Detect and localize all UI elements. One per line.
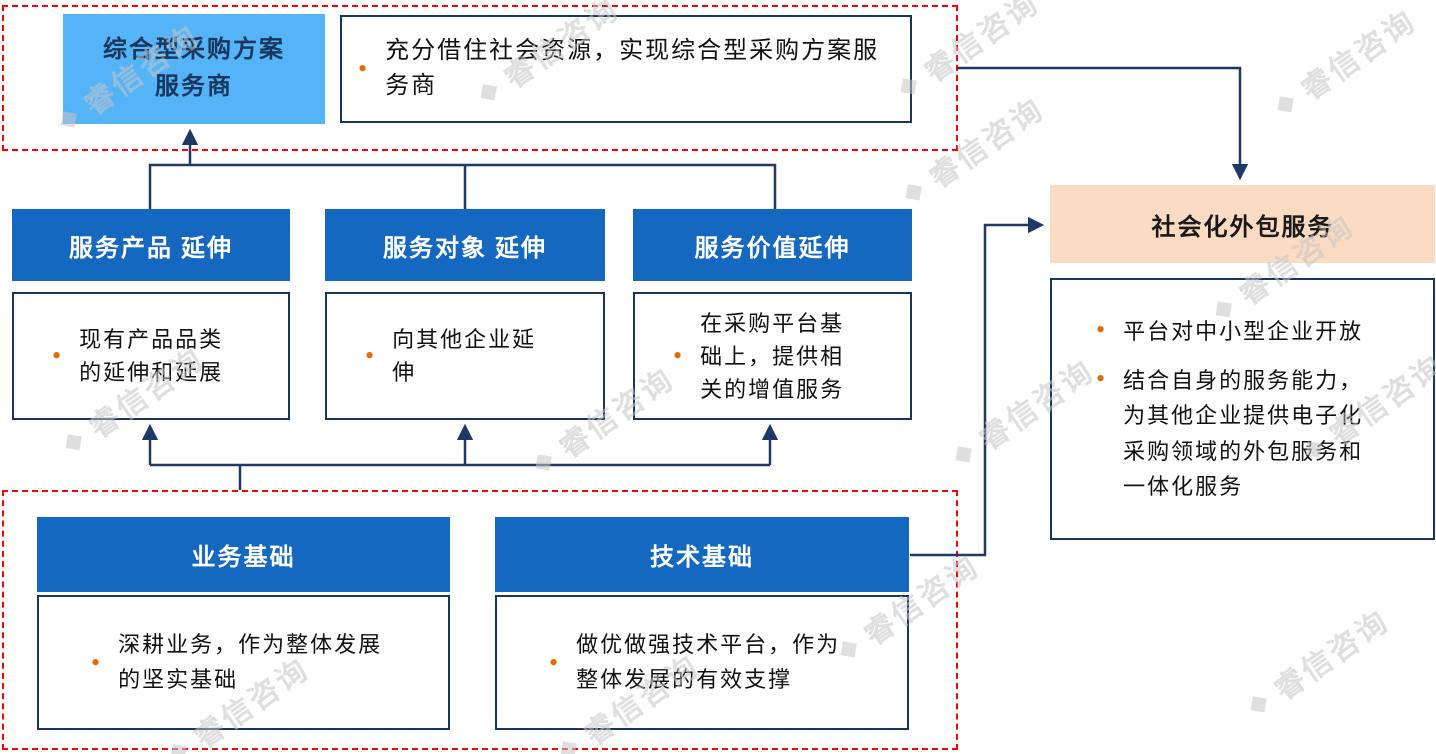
watermark-logo-icon: ◆ <box>946 433 982 471</box>
bullet-icon: • <box>673 341 685 371</box>
extension-body-service-value: • 在采购平台基础上，提供相关的增值服务 <box>633 292 912 420</box>
foundation-body-technology: • 做优做强技术平台，作为整体发展的有效支撑 <box>495 595 909 730</box>
bottom-dashed-frame <box>2 490 958 750</box>
watermark: ◆ 睿信咨询 <box>1264 0 1424 127</box>
bullet-icon: • <box>358 54 370 84</box>
bullet-icon: • <box>91 647 103 677</box>
goal-note-box: • 充分借住社会资源，实现综合型采购方案服务商 <box>340 15 912 123</box>
outsourcing-body: • 平台对中小型企业开放 • 结合自身的服务能力，为其他企业提供电子化采购领域的… <box>1050 278 1435 540</box>
watermark-logo-icon: ◆ <box>56 421 92 459</box>
watermark-logo-icon: ◆ <box>1241 683 1277 721</box>
extension-header-service-value: 服务价值延伸 <box>633 209 912 281</box>
outsourcing-bullet-text: 平台对中小型企业开放 <box>1123 319 1364 344</box>
watermark-text: 睿信咨询 <box>1295 4 1423 108</box>
foundation-body-business: • 深耕业务，作为整体发展的坚实基础 <box>37 595 450 730</box>
extension-header-label: 服务价值延伸 <box>694 235 851 262</box>
bullet-icon: • <box>1096 315 1108 344</box>
goal-note-text: 充分借住社会资源，实现综合型采购方案服务商 <box>385 38 880 99</box>
bullet-icon: • <box>365 341 377 371</box>
outsourcing-header-label: 社会化外包服务 <box>1151 214 1334 241</box>
bullet-icon: • <box>52 341 64 371</box>
outsourcing-bullet-text: 结合自身的服务能力，为其他企业提供电子化采购领域的外包服务和一体化服务 <box>1123 368 1364 499</box>
foundation-header-technology: 技术基础 <box>495 517 909 592</box>
extension-body-text: 向其他企业延伸 <box>392 327 537 385</box>
outsourcing-bullet-item: • 平台对中小型企业开放 <box>1096 314 1419 349</box>
watermark-logo-icon: ◆ <box>526 441 562 479</box>
outsourcing-header: 社会化外包服务 <box>1050 185 1435 263</box>
extension-header-service-object: 服务对象 延伸 <box>325 209 605 281</box>
goal-box-label: 综合型采购方案服务商 <box>103 36 285 100</box>
extension-header-service-product: 服务产品 延伸 <box>12 209 290 281</box>
arrow-top-to-outsourcing <box>957 66 1249 181</box>
foundation-header-label: 业务基础 <box>191 545 296 571</box>
extension-body-service-product: • 现有产品品类的延伸和延展 <box>12 292 290 420</box>
watermark-logo-icon: ◆ <box>1268 83 1304 121</box>
outsourcing-bullet-item: • 结合自身的服务能力，为其他企业提供电子化采购领域的外包服务和一体化服务 <box>1096 363 1419 504</box>
foundation-body-text: 做优做强技术平台，作为整体发展的有效支撑 <box>576 632 841 692</box>
extension-body-text: 现有产品品类的延伸和延展 <box>79 327 224 385</box>
watermark-text: 睿信咨询 <box>1268 604 1396 708</box>
extension-header-label: 服务对象 延伸 <box>383 235 547 262</box>
foundation-header-business: 业务基础 <box>37 517 450 592</box>
watermark-logo-icon: ◆ <box>896 171 932 209</box>
bullet-icon: • <box>1096 364 1108 394</box>
goal-box: 综合型采购方案服务商 <box>63 14 325 124</box>
bullet-icon: • <box>549 647 561 677</box>
watermark: ◆ 睿信咨询 <box>1237 597 1397 727</box>
extension-body-text: 在采购平台基础上，提供相关的增值服务 <box>700 310 845 402</box>
extension-header-label: 服务产品 延伸 <box>69 235 233 262</box>
foundation-body-text: 深耕业务，作为整体发展的坚实基础 <box>118 632 383 692</box>
extension-body-service-object: • 向其他企业延伸 <box>325 292 605 420</box>
upper-connector-line <box>148 163 777 209</box>
foundation-header-label: 技术基础 <box>650 545 754 571</box>
